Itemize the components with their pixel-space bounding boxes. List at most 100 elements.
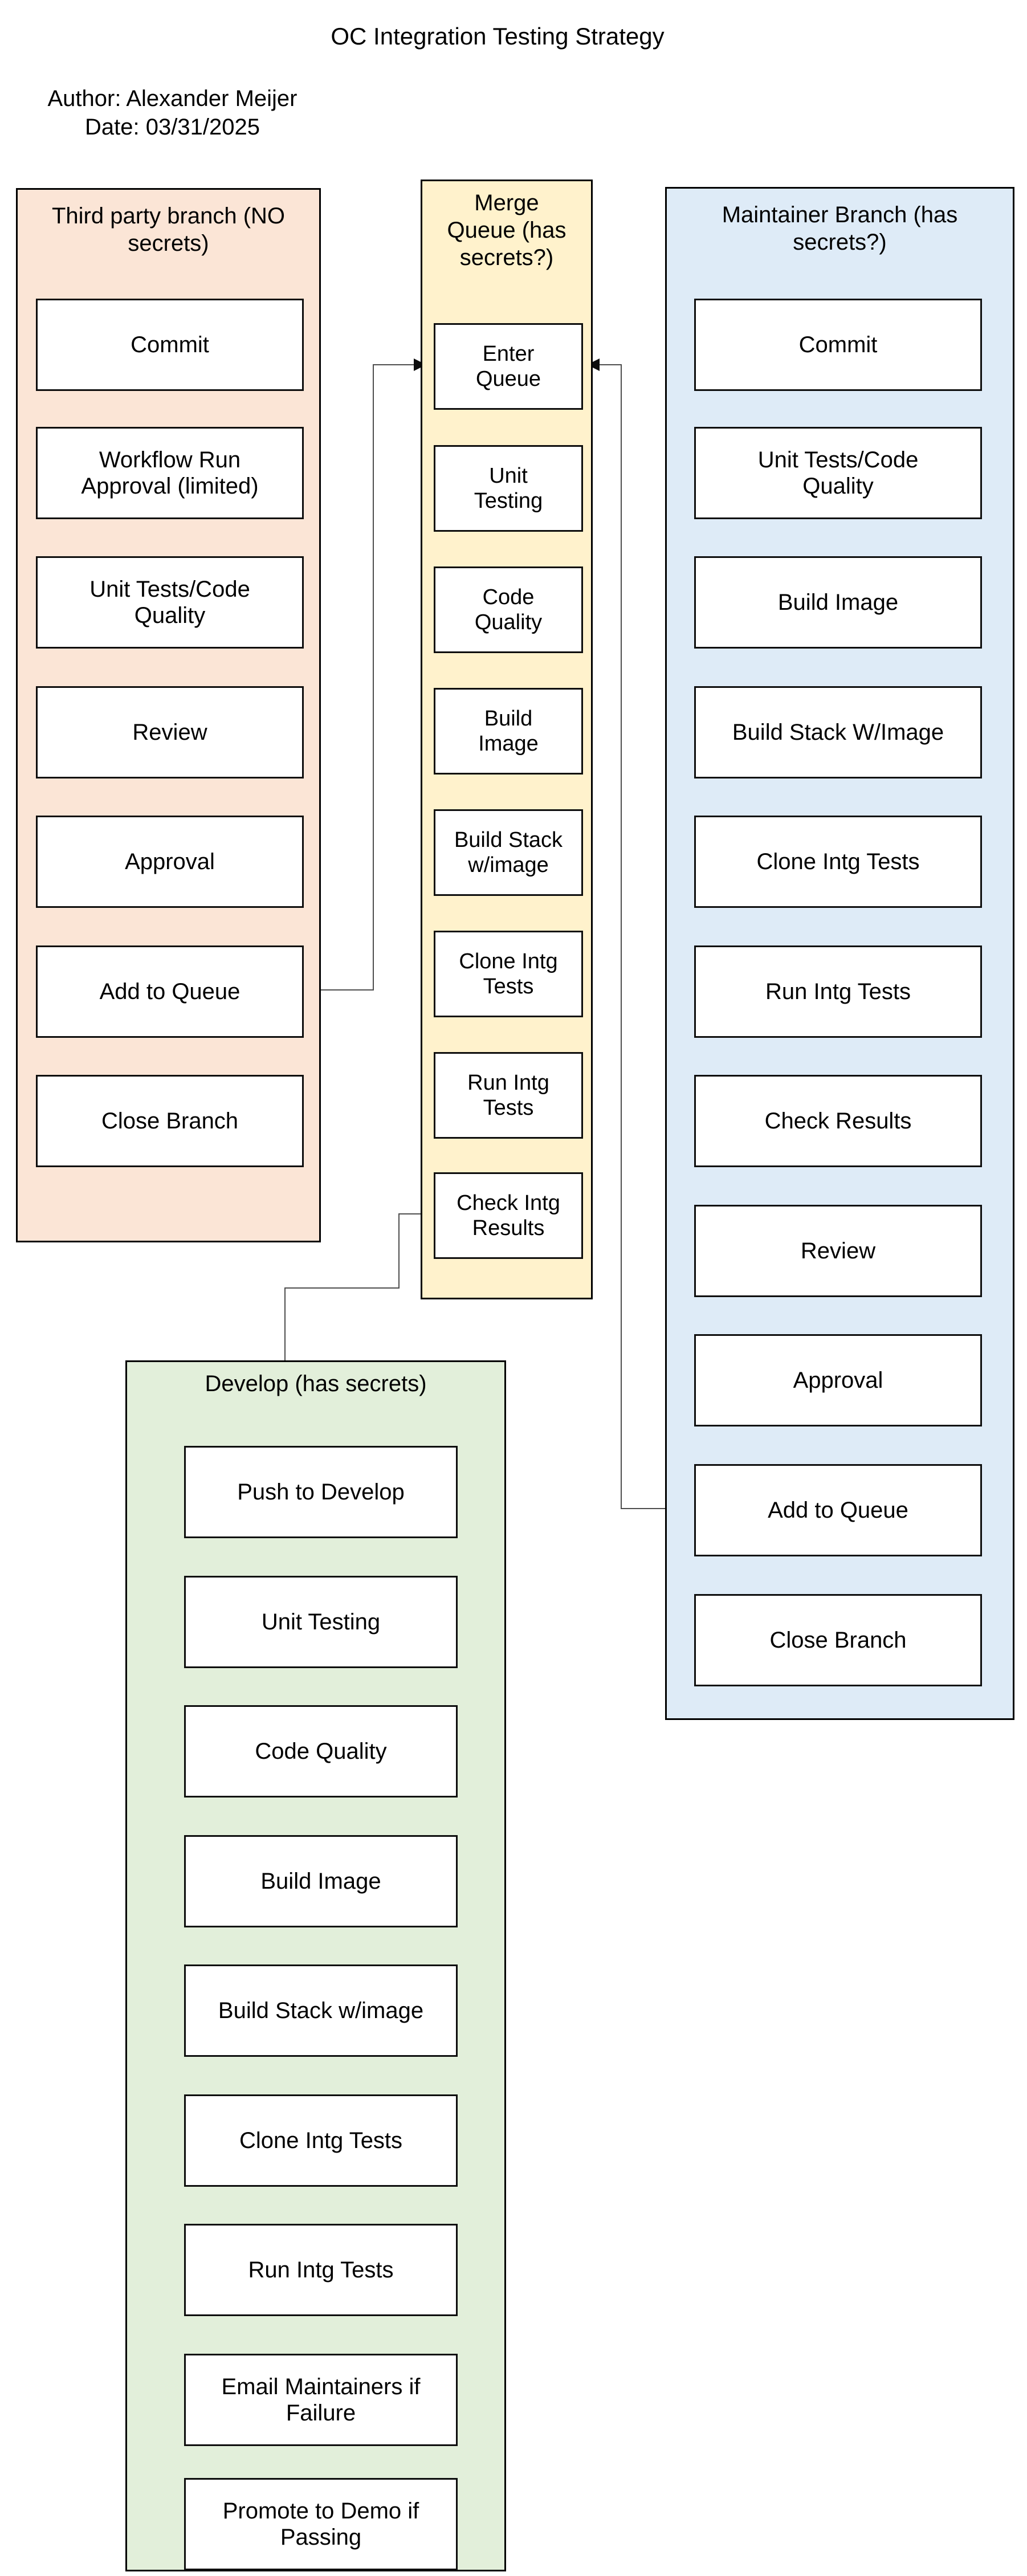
flow-step-label: Check Intg [457, 1191, 560, 1215]
flow-step-label: Build Stack [454, 828, 563, 852]
flow-step-label: Clone Intg Tests [756, 849, 920, 874]
date-line: Date: 03/31/2025 [85, 115, 260, 140]
flow-step-label: Run Intg Tests [248, 2257, 394, 2282]
flow-step-maintainer-run-intg-tests: Run Intg Tests [694, 945, 982, 1038]
flow-step-label: Review [800, 1238, 876, 1263]
flow-step-label: Unit [489, 464, 528, 488]
flow-step-maintainer-close-branch: Close Branch [694, 1594, 982, 1686]
flow-step-label: Enter [482, 342, 535, 366]
flow-step-label: Close Branch [769, 1628, 907, 1653]
flow-step-develop-clone-intg-tests: Clone Intg Tests [184, 2094, 458, 2187]
flow-step-label: Tests [483, 975, 534, 998]
flow-step-label: Build Image [260, 1869, 381, 1894]
flow-step-label: Promote to Demo if [222, 2498, 419, 2524]
container-title-line: secrets?) [459, 245, 554, 270]
flow-step-label: Unit Tests/Code [89, 577, 250, 602]
flow-step-label: Commit [798, 332, 878, 357]
flow-step-label: Run Intg Tests [765, 979, 911, 1004]
flow-step-develop-push-to-develop: Push to Develop [184, 1446, 458, 1538]
flow-step-maintainer-check-results: Check Results [694, 1075, 982, 1167]
flow-step-label: Clone Intg [459, 949, 558, 973]
flow-step-label: Build Image [777, 590, 899, 615]
flow-step-develop-code-quality: Code Quality [184, 1705, 458, 1798]
flow-step-label: Build Stack w/image [218, 1998, 424, 2023]
flow-step-label: Approval [125, 849, 215, 874]
flow-step-label: Quality [802, 474, 874, 499]
flow-step-maintainer-clone-intg-tests: Clone Intg Tests [694, 816, 982, 908]
flow-step-label: Unit Tests/Code [757, 447, 919, 472]
flow-step-label: Queue [475, 367, 541, 391]
flow-step-label: Clone Intg Tests [239, 2128, 403, 2153]
flow-step-third-party-close-branch: Close Branch [36, 1075, 304, 1167]
container-title-line: Third party branch (NO [51, 203, 286, 229]
flow-step-third-party-commit: Commit [36, 299, 304, 391]
container-title-line: Maintainer Branch (has [722, 202, 958, 227]
container-title-maintainer: Maintainer Branch (has secrets?) [667, 201, 1013, 256]
flow-step-maintainer-build-image: Build Image [694, 556, 982, 649]
flow-step-label: Testing [474, 489, 543, 513]
flow-step-label: Passing [280, 2525, 362, 2550]
flow-step-develop-unit-testing: Unit Testing [184, 1576, 458, 1668]
flow-step-label: Add to Queue [99, 979, 241, 1004]
flow-step-label: Tests [483, 1096, 534, 1120]
flow-step-maintainer-approval: Approval [694, 1334, 982, 1426]
container-title-line: secrets) [128, 231, 209, 256]
flow-step-label: Build [484, 707, 533, 731]
flow-step-develop-run-intg-tests: Run Intg Tests [184, 2224, 458, 2316]
flow-step-label: Approval (limited) [81, 474, 259, 499]
flow-step-label: Workflow Run [99, 447, 241, 472]
flow-step-third-party-approval: Approval [36, 816, 304, 908]
flow-step-label: Check Results [764, 1108, 912, 1134]
page-title: OC Integration Testing Strategy [331, 23, 665, 50]
flow-step-label: Results [472, 1216, 545, 1240]
flow-step-label: Approval [793, 1368, 883, 1393]
flow-step-maintainer-review: Review [694, 1205, 982, 1297]
flow-step-label: Unit Testing [261, 1609, 381, 1635]
flow-step-develop-build-image: Build Image [184, 1835, 458, 1927]
flow-step-label: Close Branch [101, 1108, 239, 1134]
flow-step-develop-build-stack-w-image: Build Stack w/image [184, 1964, 458, 2057]
flow-step-label: Image [478, 732, 539, 756]
flow-step-label: Commit [131, 332, 209, 357]
flow-step-maintainer-add-to-queue: Add to Queue [694, 1464, 982, 1556]
container-title-line: Merge [474, 190, 539, 215]
flow-step-label: Failure [286, 2400, 356, 2426]
flow-step-label: Quality [134, 603, 206, 628]
container-title-line: Queue (has [447, 218, 567, 243]
flow-step-maintainer-build-stack-w-image: Build Stack W/Image [694, 686, 982, 778]
author-line: Author: Alexander Meijer [47, 86, 297, 111]
flow-step-label: w/image [468, 853, 549, 877]
flow-step-label: Quality [474, 610, 543, 634]
flow-step-label: Run Intg [467, 1071, 549, 1095]
flow-step-third-party-add-to-queue: Add to Queue [36, 945, 304, 1038]
container-title-develop: Develop (has secrets) [127, 1370, 504, 1397]
flow-step-label: Push to Develop [237, 1479, 405, 1505]
flow-step-label: Review [132, 720, 207, 745]
container-title-line: Develop (has secrets) [205, 1371, 427, 1396]
flow-step-label: Build Stack W/Image [732, 720, 944, 745]
flow-step-label: Code Quality [255, 1739, 387, 1764]
container-title-line: secrets?) [793, 230, 887, 255]
author-block: Author: Alexander Meijer Date: 03/31/202… [26, 84, 319, 141]
flow-step-label: Email Maintainers if [221, 2374, 421, 2399]
